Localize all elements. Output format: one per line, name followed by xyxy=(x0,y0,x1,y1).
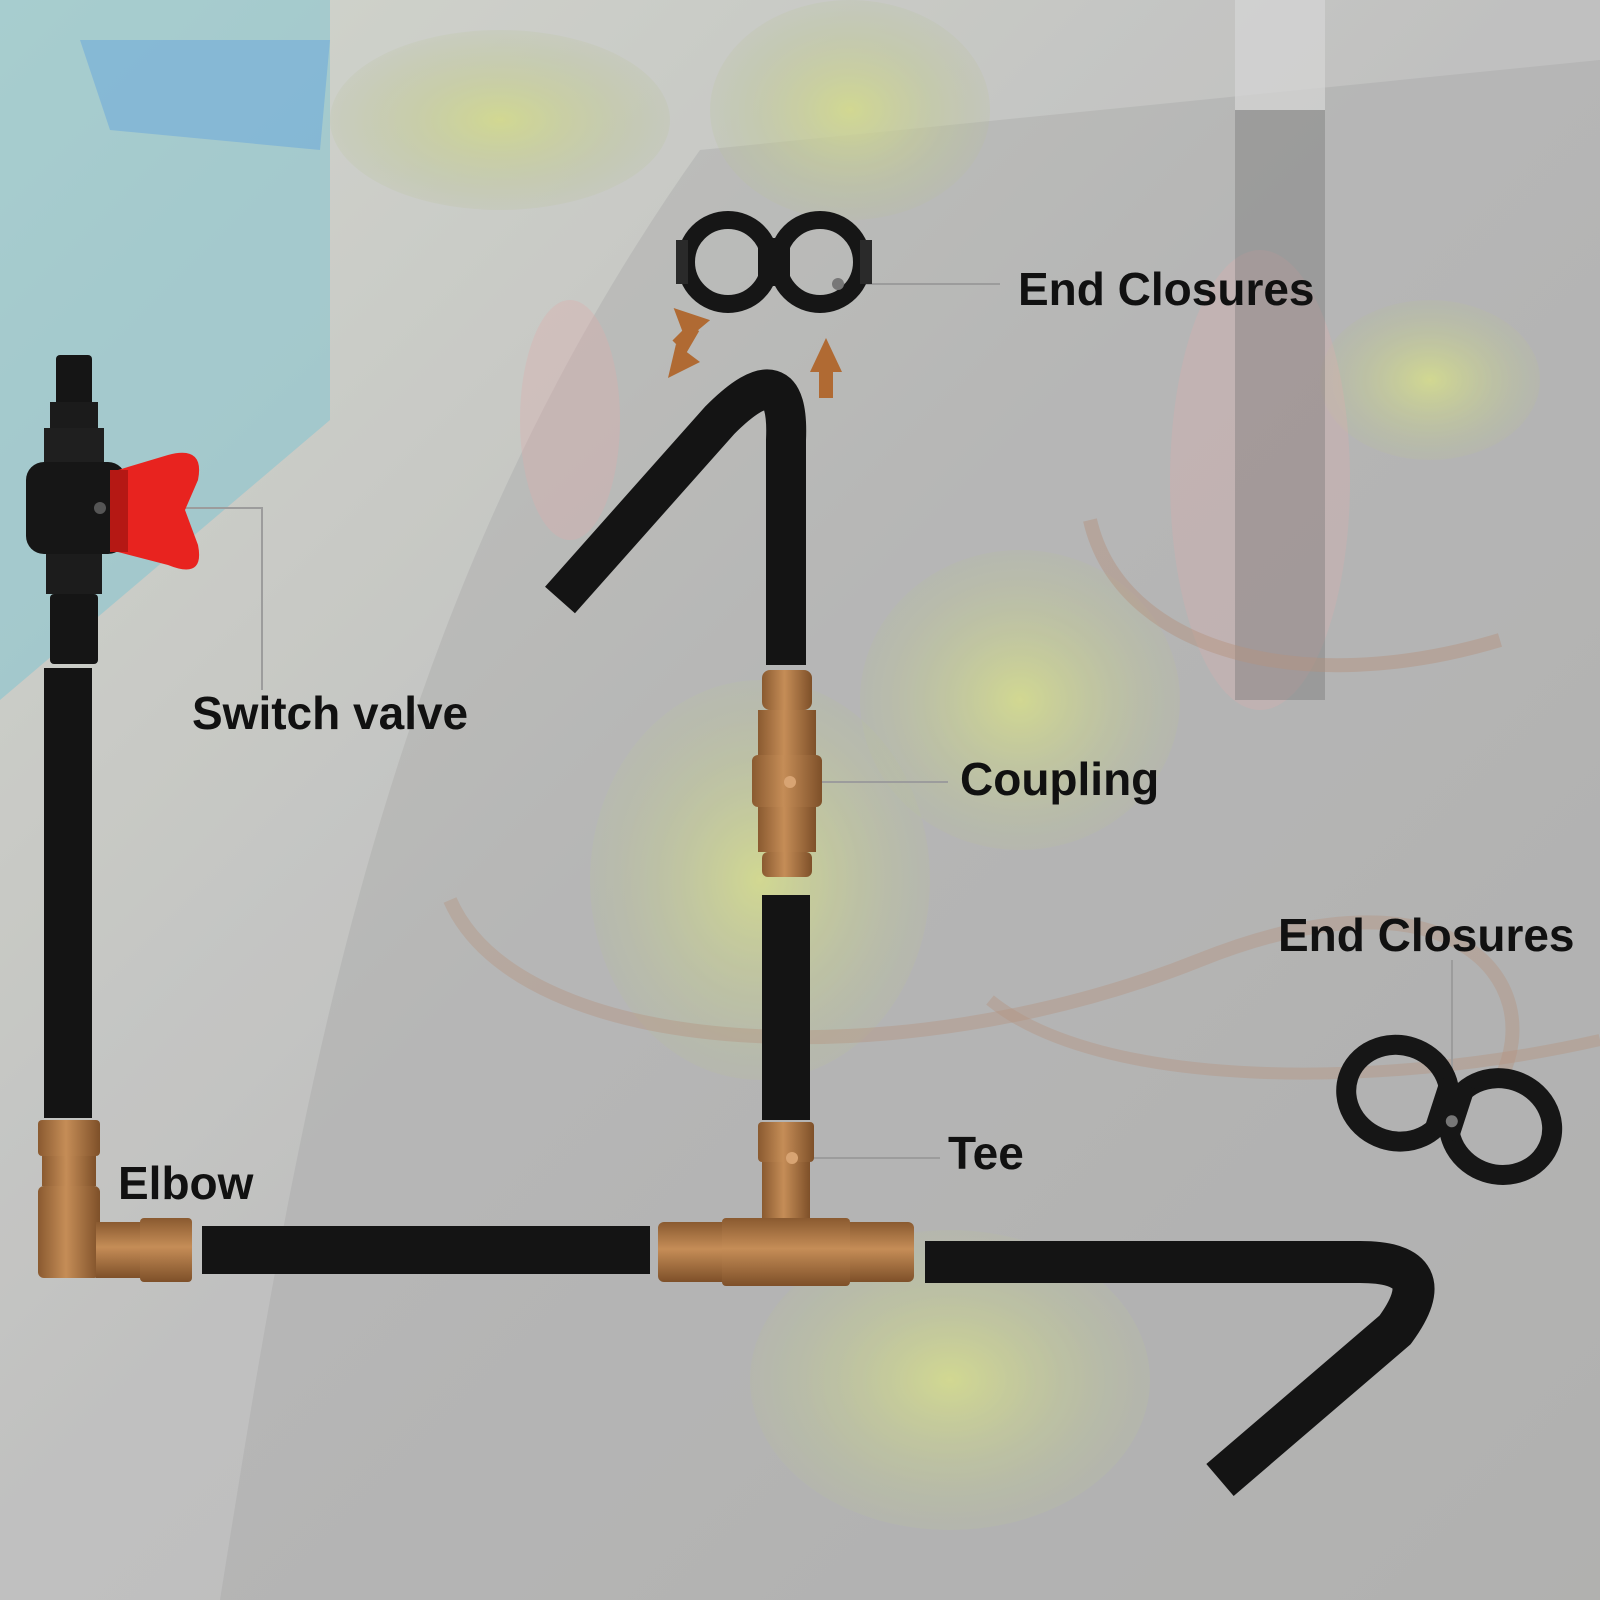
direction-arrow-icon xyxy=(810,338,842,398)
label-elbow: Elbow xyxy=(118,1157,254,1209)
coupling-icon xyxy=(752,670,822,877)
label-end-closures-top: End Closures xyxy=(1018,263,1315,315)
label-switch-valve: Switch valve xyxy=(192,687,469,739)
label-end-closures-right: End Closures xyxy=(1278,909,1575,961)
end-closure-icon xyxy=(676,211,872,313)
end-closure-icon xyxy=(1336,1034,1563,1185)
bent-tube-top xyxy=(545,369,807,665)
bent-tube-right xyxy=(925,1241,1435,1496)
label-tee: Tee xyxy=(948,1127,1024,1179)
tee-icon xyxy=(658,1122,914,1286)
switch-valve-icon xyxy=(26,355,200,664)
elbow-icon xyxy=(38,1120,192,1282)
tubing xyxy=(44,369,1435,1496)
direction-arrow-icon xyxy=(668,307,711,378)
label-coupling: Coupling xyxy=(960,753,1160,805)
